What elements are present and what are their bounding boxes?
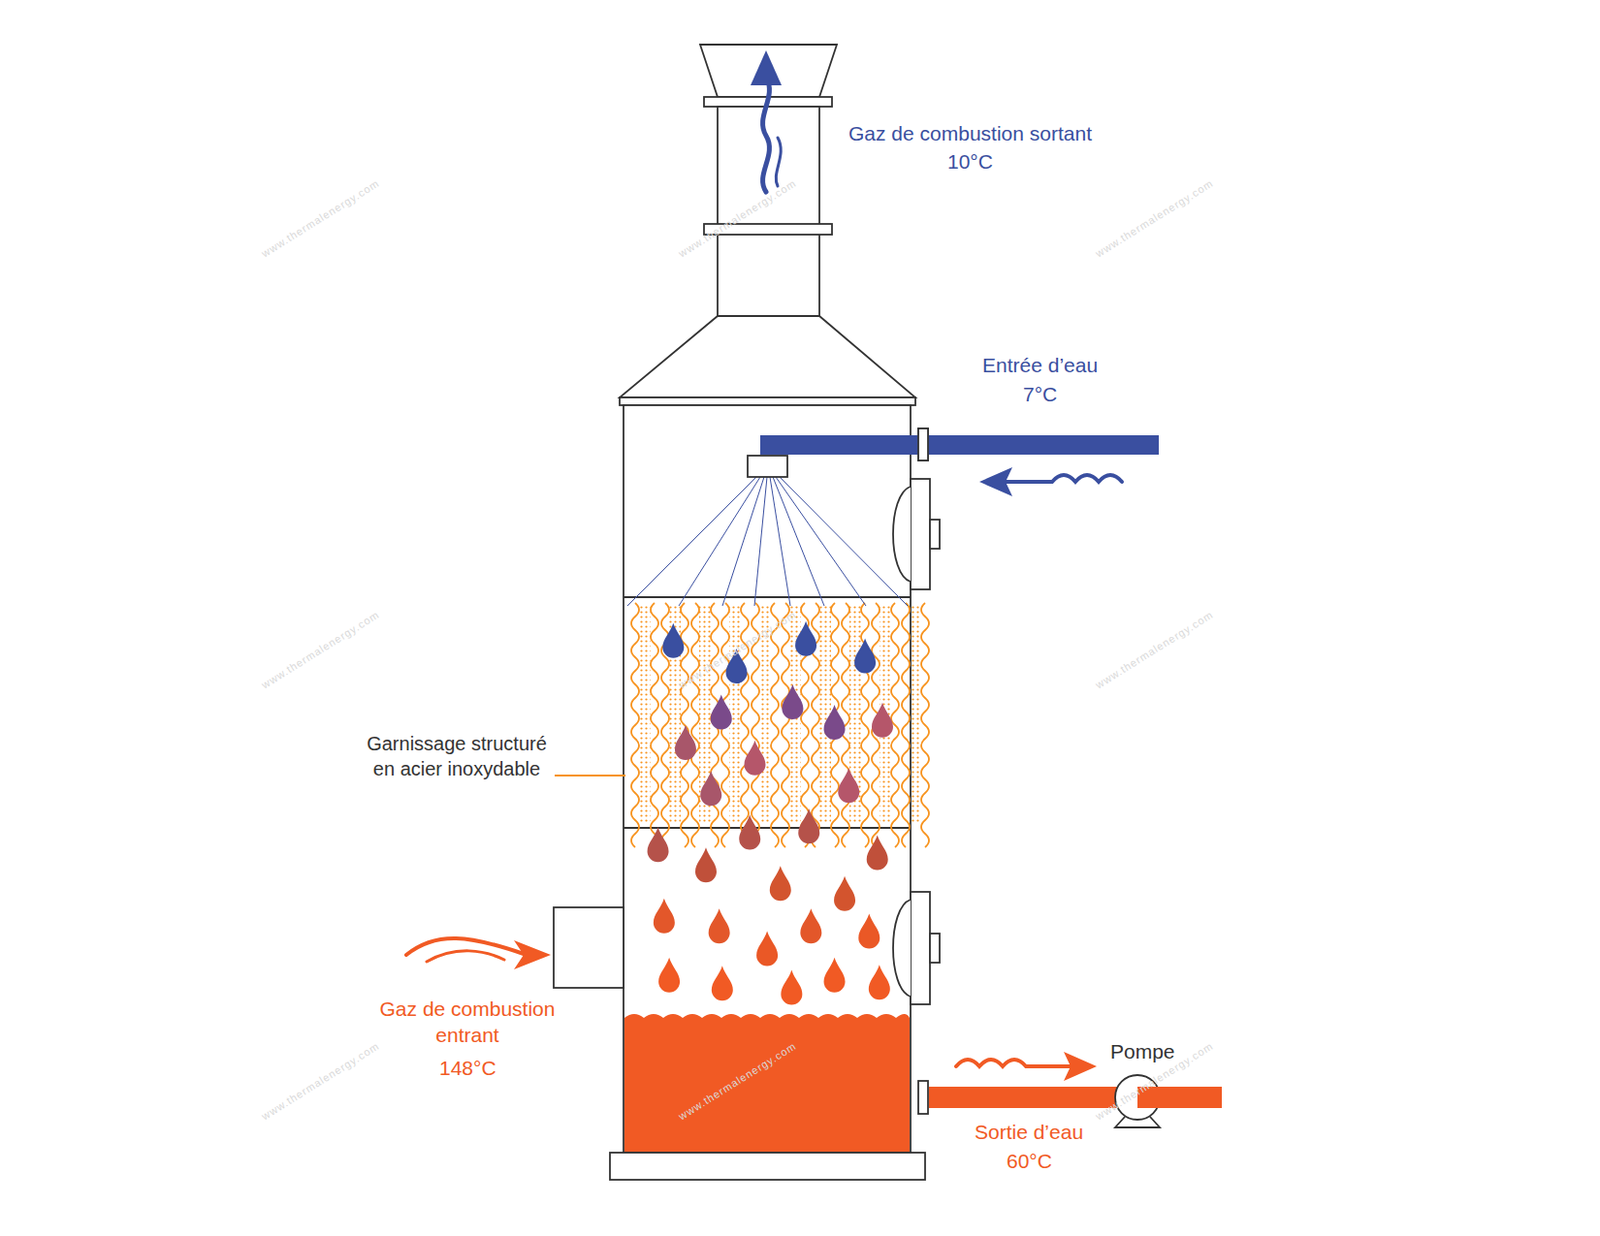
leader-line [554, 774, 626, 777]
watermark: www.thermalenergy.com [1093, 177, 1216, 260]
column-outline [553, 44, 940, 1181]
inlet-gas-label: Gaz de combustion entrant [365, 995, 570, 1050]
temperature-label: 10°C [947, 148, 993, 175]
watermark: www.thermalenergy.com [259, 1040, 383, 1123]
packing-label: Garnissage structuré en acier inoxydable [361, 731, 552, 782]
water-pool [624, 1014, 910, 1152]
pump-label: Pompe [1110, 1038, 1176, 1065]
water-inlet-pipe [760, 435, 1159, 455]
watermark: www.thermalenergy.com [259, 608, 383, 692]
temperature-label: 60°C [1006, 1148, 1053, 1175]
outlet-gas-label: Gaz de combustion sortant [848, 120, 1092, 147]
watermark: www.thermalenergy.com [1093, 608, 1216, 692]
spray-lines [627, 477, 908, 607]
water-outlet-pipe [928, 1087, 1222, 1109]
flow-arrows [406, 50, 1122, 1082]
water-inlet-label: Entrée d’eau [982, 352, 1098, 379]
temperature-label: 7°C [1023, 381, 1057, 408]
structured-packing [631, 603, 929, 848]
spray-nozzle [747, 455, 788, 478]
watermark: www.thermalenergy.com [259, 177, 383, 260]
water-outlet-label: Sortie d’eau [974, 1119, 1084, 1146]
temperature-label: 148°C [439, 1055, 497, 1082]
